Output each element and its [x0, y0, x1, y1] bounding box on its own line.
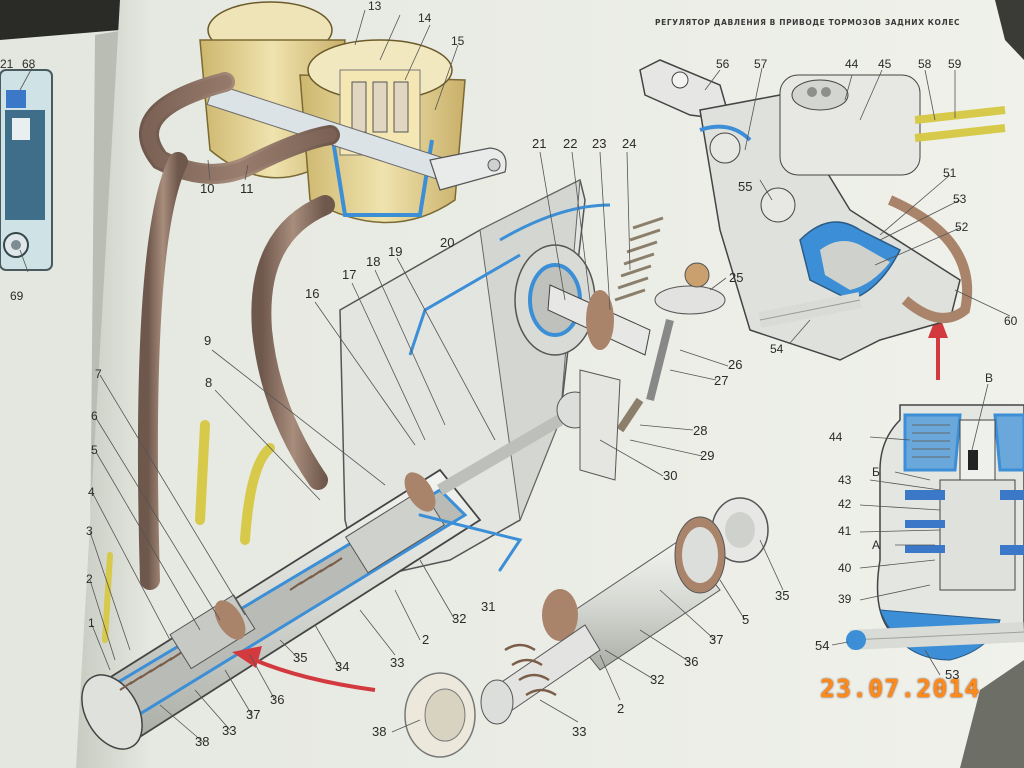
- leader-lines: [19, 9, 1011, 743]
- label-52: 52: [955, 220, 969, 234]
- label-58: 58: [918, 57, 932, 71]
- label-44-section: 44: [829, 430, 843, 444]
- page-header: РЕГУЛЯТОР ДАВЛЕНИЯ В ПРИВОДЕ ТОРМОЗОВ ЗА…: [655, 18, 961, 27]
- label-57: 57: [754, 57, 768, 71]
- label-56: 56: [716, 57, 730, 71]
- label-2-left: 2: [86, 572, 93, 586]
- label-4: 4: [88, 485, 95, 499]
- label-14: 14: [418, 11, 432, 25]
- label-18: 18: [366, 254, 381, 269]
- flow-arrows: [232, 312, 948, 692]
- label-28: 28: [693, 423, 708, 438]
- label-16: 16: [305, 286, 320, 301]
- label-54-top: 54: [770, 342, 784, 356]
- label-A: А: [872, 538, 881, 552]
- label-37-bottom: 37: [246, 707, 261, 722]
- label-22: 22: [563, 136, 578, 151]
- label-3: 3: [86, 524, 93, 538]
- label-37-exploded: 37: [709, 632, 724, 647]
- label-19: 19: [388, 244, 403, 259]
- label-32-mid: 32: [452, 611, 467, 626]
- label-5-exploded: 5: [742, 612, 750, 627]
- regulator-mechanism: [514, 216, 726, 481]
- label-42: 42: [838, 497, 852, 511]
- label-39: 39: [838, 592, 852, 606]
- label-29: 29: [700, 448, 715, 463]
- label-38-exploded: 38: [372, 724, 387, 739]
- label-6: 6: [91, 409, 98, 423]
- label-8: 8: [205, 375, 213, 390]
- label-5: 5: [91, 443, 98, 457]
- label-26: 26: [728, 357, 743, 372]
- label-B: В: [985, 371, 994, 385]
- label-2-mid: 2: [422, 632, 430, 647]
- label-Б: Б: [872, 465, 880, 479]
- label-44-top: 44: [845, 57, 859, 71]
- label-21: 21: [532, 136, 547, 151]
- label-21-left: 21: [0, 57, 14, 71]
- label-10: 10: [200, 181, 215, 196]
- label-54-section: 54: [815, 638, 830, 653]
- label-40: 40: [838, 561, 852, 575]
- label-45: 45: [878, 57, 892, 71]
- label-68: 68: [22, 57, 36, 71]
- label-15: 15: [451, 34, 465, 48]
- label-33-mid: 33: [390, 655, 405, 670]
- label-32-exploded: 32: [650, 672, 665, 687]
- label-69: 69: [10, 289, 24, 303]
- label-43: 43: [838, 473, 852, 487]
- brake-lines: [102, 420, 523, 643]
- label-31: 31: [481, 599, 496, 614]
- label-36-bottom: 36: [270, 692, 285, 707]
- section-view: [846, 404, 1024, 661]
- label-53-top: 53: [953, 192, 967, 206]
- label-30: 30: [663, 468, 678, 483]
- label-7: 7: [95, 367, 102, 381]
- label-1: 1: [88, 616, 95, 630]
- label-33-exploded: 33: [572, 724, 587, 739]
- label-60: 60: [1004, 314, 1018, 328]
- exploded-parts: [404, 497, 769, 758]
- label-23: 23: [592, 136, 607, 151]
- label-9: 9: [204, 333, 212, 348]
- label-41: 41: [838, 524, 852, 538]
- label-24: 24: [622, 136, 637, 151]
- label-51: 51: [943, 166, 957, 180]
- label-27: 27: [714, 373, 729, 388]
- label-38-bottom: 38: [195, 734, 210, 749]
- label-35-bottom: 35: [293, 650, 308, 665]
- label-35-exploded: 35: [775, 588, 790, 603]
- label-55: 55: [738, 179, 753, 194]
- label-17: 17: [342, 267, 357, 282]
- label-59: 59: [948, 57, 962, 71]
- label-20: 20: [440, 235, 455, 250]
- label-36-exploded: 36: [684, 654, 699, 669]
- left-page-illustration: [0, 69, 53, 271]
- label-25: 25: [729, 270, 744, 285]
- label-53-section: 53: [945, 667, 960, 682]
- master-cylinder: [81, 391, 594, 750]
- label-11: 11: [240, 181, 254, 196]
- label-33-bottom: 33: [222, 723, 237, 738]
- hoses: [137, 72, 340, 590]
- label-34: 34: [335, 659, 350, 674]
- date-stamp: 23.07.2014: [820, 674, 981, 703]
- label-13: 13: [368, 0, 382, 13]
- valve-assembly: [639, 59, 1006, 361]
- label-2-exploded: 2: [617, 701, 625, 716]
